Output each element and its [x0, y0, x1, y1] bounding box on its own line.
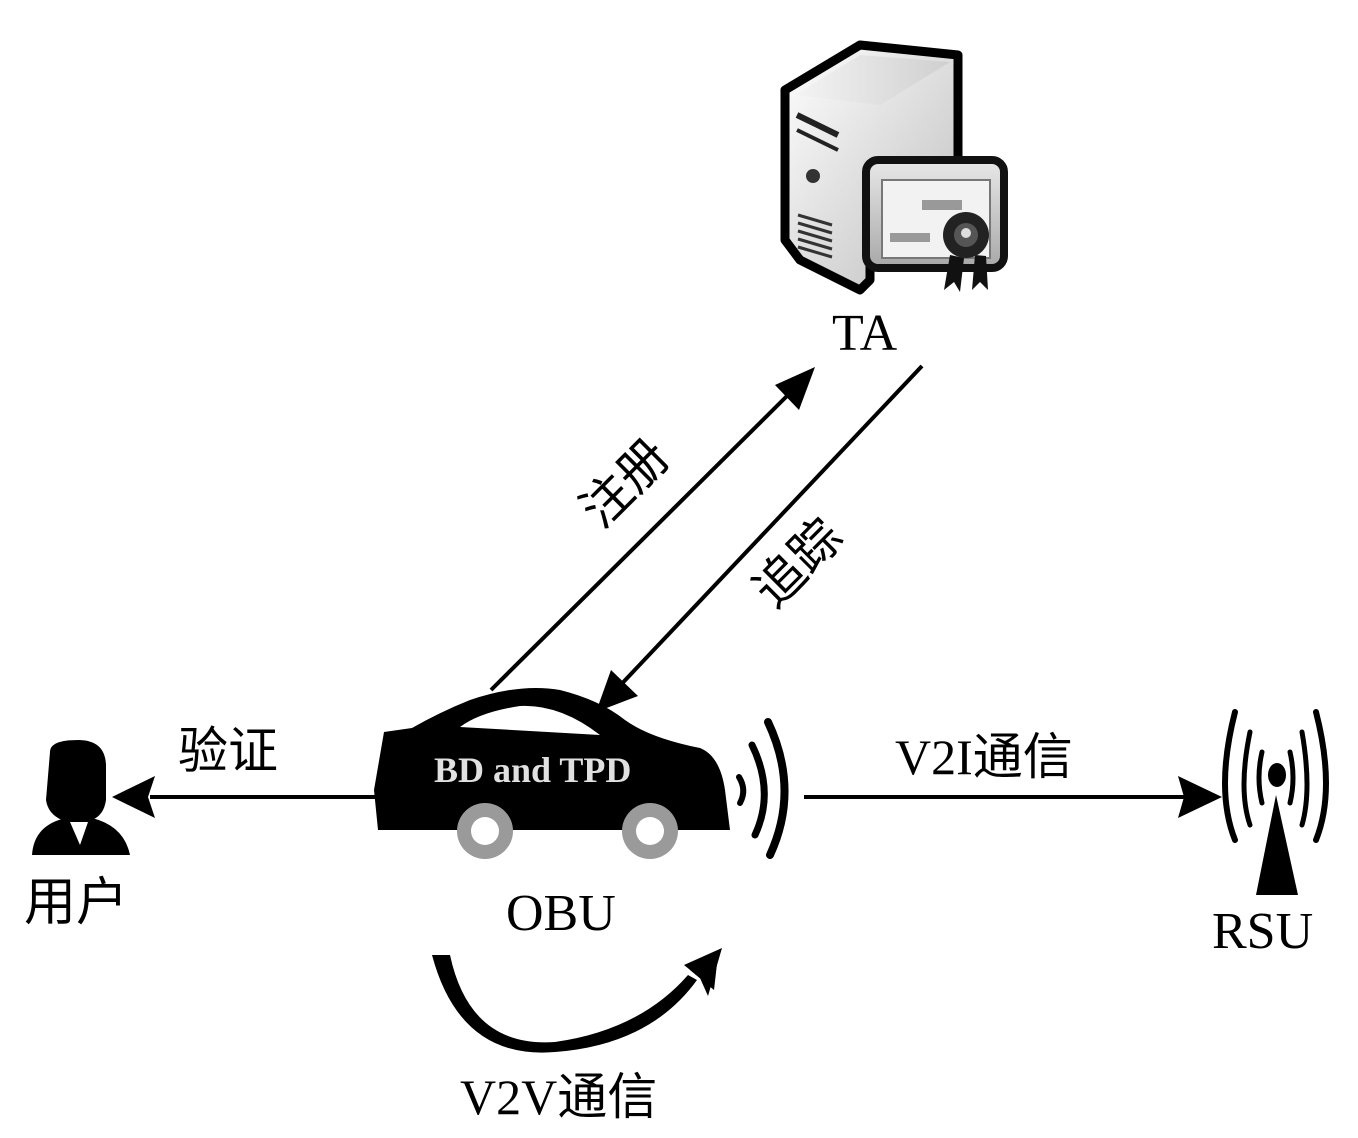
obu-label: OBU — [506, 885, 616, 942]
trace-arrow — [596, 364, 924, 712]
user-label: 用户 — [24, 875, 129, 932]
register-arrow — [489, 367, 815, 692]
car-text: BD and TPD — [434, 750, 632, 790]
v2i-label: V2I通信 — [895, 729, 1073, 785]
antenna-tower-icon — [1222, 709, 1329, 895]
wireless-signal-icon — [736, 718, 789, 859]
server-certificate-icon — [780, 40, 1008, 295]
rsu-label: RSU — [1212, 903, 1314, 960]
car-icon — [374, 687, 730, 859]
v2i-arrow — [804, 776, 1222, 818]
user-icon — [32, 740, 130, 855]
verify-arrow — [112, 776, 375, 818]
verify-label: 验证 — [178, 723, 278, 779]
ta-label: TA — [832, 305, 898, 362]
v2v-arrow — [432, 948, 722, 1053]
v2v-label: V2V通信 — [460, 1069, 658, 1125]
